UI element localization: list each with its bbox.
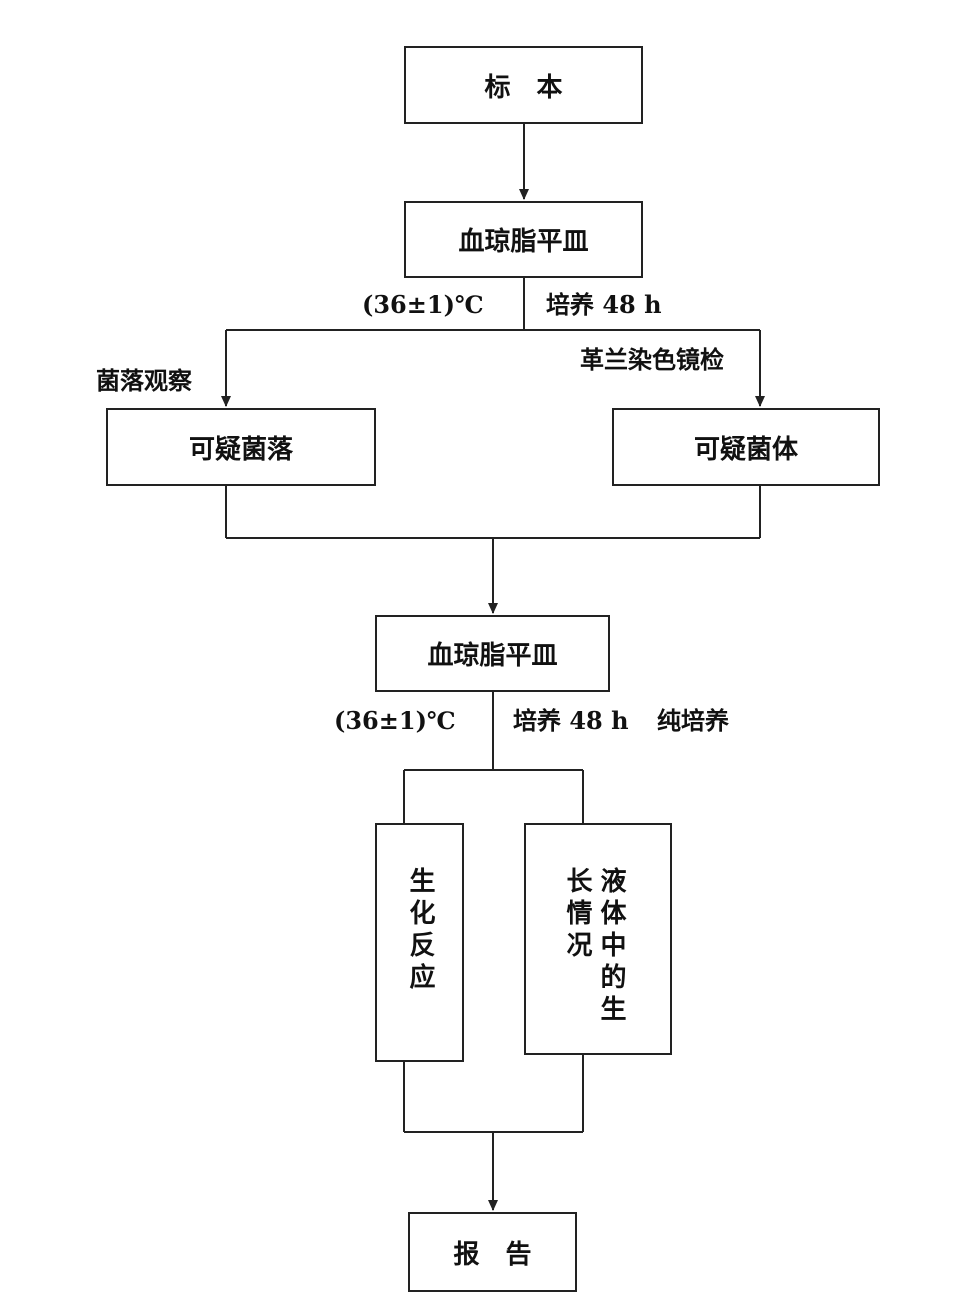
pure-culture-label: 纯培养 — [657, 706, 729, 735]
specimen-label: 标 本 — [484, 72, 563, 103]
suspect-bacteria-box: 可疑菌体 — [612, 408, 880, 486]
blood-agar-plate-box-1: 血琼脂平皿 — [404, 201, 643, 278]
liquid-growth-label: 液体中的生长情况 — [562, 867, 626, 1027]
suspect-colony-label: 可疑菌落 — [188, 434, 293, 465]
incubation-label-1: 培养 48 h — [546, 290, 662, 319]
colony-observation-label: 菌落观察 — [96, 366, 192, 395]
gram-stain-label: 革兰染色镜检 — [580, 345, 724, 374]
report-label: 报 告 — [453, 1239, 532, 1270]
suspect-bacteria-label: 可疑菌体 — [693, 434, 798, 465]
temperature-label-1: (36±1)℃ — [362, 290, 484, 319]
temperature-label-2: (36±1)℃ — [334, 706, 456, 735]
report-box: 报 告 — [408, 1212, 577, 1292]
blood-agar-plate-label-2: 血琼脂平皿 — [427, 641, 558, 671]
incubation-label-2: 培养 48 h — [513, 706, 629, 735]
blood-agar-plate-box-2: 血琼脂平皿 — [375, 615, 610, 692]
liquid-growth-box: 液体中的生长情况 — [524, 823, 672, 1055]
suspect-colony-box: 可疑菌落 — [106, 408, 376, 486]
specimen-box: 标 本 — [404, 46, 643, 124]
biochemical-reaction-label: 生化反应 — [405, 867, 435, 995]
biochemical-reaction-box: 生化反应 — [375, 823, 464, 1062]
blood-agar-plate-label-1: 血琼脂平皿 — [458, 227, 589, 257]
